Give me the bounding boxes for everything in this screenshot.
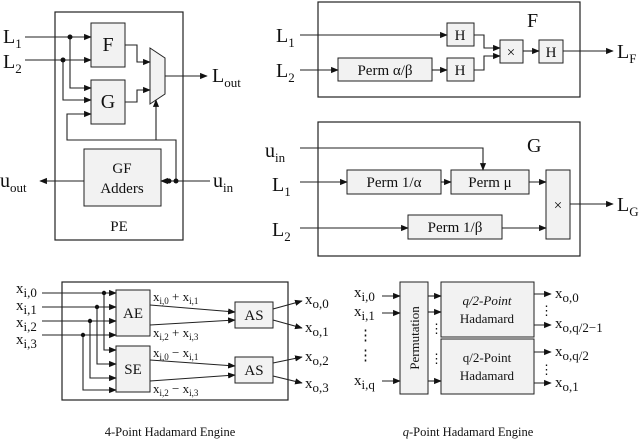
hq-in-0: xi,0: [354, 285, 375, 304]
h4-frame: [61, 281, 289, 401]
hadamard4-module: xi,0 xi,1 xi,2 xi,3 AE SE AS AS xi,0 + x…: [16, 281, 329, 439]
pe-g-block: [90, 79, 126, 125]
h4-ae-label: AE: [123, 306, 143, 322]
f-h2-label: H: [455, 63, 466, 79]
g-perm-beta-label: Perm 1/β: [428, 220, 483, 236]
hq-in-q: xi,q: [354, 373, 375, 392]
f-in-l1: L1: [276, 25, 295, 50]
hq-perm-label: Permutation: [407, 306, 422, 370]
h4-mid-1: xi,2 + xi,3: [153, 325, 199, 342]
pe-in-l1: L1: [3, 26, 22, 51]
g-u-in: uin: [265, 140, 286, 165]
g-frame: [317, 121, 581, 257]
h4-ae: [115, 289, 151, 337]
hq-bot-label-2: Hadamard: [460, 368, 515, 383]
hq-in-dots: ⋮: [358, 328, 373, 344]
f-out: LF: [617, 41, 636, 66]
pe-u-out: uout: [0, 170, 27, 195]
g-perm-mu-label: Perm μ: [468, 175, 511, 191]
hq-out-2: xo,q/2: [555, 344, 589, 363]
g-module: G uin L1 L2 Perm 1/α Perm μ Perm 1/β × L…: [265, 121, 639, 257]
h4-out-1: xo,1: [305, 320, 329, 339]
pe-out-l: Lout: [212, 65, 241, 90]
g-mult: [545, 169, 571, 240]
h4-mid-3: xi,2 − xi,3: [153, 381, 199, 398]
hq-bottom-block: [440, 338, 535, 395]
pe-gf-label-2: Adders: [100, 181, 143, 197]
pe-gf-adders: [83, 148, 162, 207]
hq-top-label-1: q/2-Point: [462, 293, 511, 308]
pe-f-label: F: [102, 34, 113, 56]
hq-bot-label-1: q/2-Point: [463, 350, 512, 365]
g-mult-label: ×: [554, 198, 562, 214]
pe-f-block: [90, 22, 126, 68]
pe-module: F G GF Adders PE L1 L2 Lout uin: [0, 11, 241, 241]
pe-gf-label-1: GF: [112, 161, 131, 177]
pe-in-l2: L2: [3, 51, 22, 76]
hq-mid-dots1: ⋮: [430, 321, 443, 336]
h4-se-label: SE: [124, 362, 142, 378]
g-in-l1: L1: [272, 174, 291, 199]
pe-g-label: G: [101, 91, 115, 113]
h4-as1: [234, 301, 274, 329]
hadamardq-module: xi,0 xi,1 ⋮ ⋮ xi,q Permutation q/2-Point…: [354, 281, 603, 439]
hq-out-3: xo,1: [555, 375, 579, 394]
h4-in-3: xi,3: [16, 332, 37, 351]
g-title: G: [527, 135, 541, 157]
hq-out-1: xo,q/2−1: [555, 316, 603, 335]
hq-top-block: [440, 281, 535, 338]
pe-u-in: uin: [213, 170, 234, 195]
h4-caption: 4-Point Hadamard Engine: [105, 425, 236, 439]
h4-out-2: xo,2: [305, 349, 329, 368]
hq-caption: q-Point Hadamard Engine: [403, 425, 534, 439]
h4-in-1: xi,1: [16, 298, 37, 317]
h4-mid-2: xi,0 − xi,1: [153, 345, 198, 362]
pe-mux: [149, 47, 166, 105]
h4-as1-label: AS: [244, 308, 263, 324]
f-mult-label: ×: [507, 45, 515, 61]
h4-out-3: xo,3: [305, 376, 329, 395]
f-title: F: [527, 10, 538, 32]
f-h3-label: H: [546, 45, 557, 61]
hq-top-label-2: Hadamard: [460, 311, 515, 326]
h4-in-2: xi,2: [16, 315, 37, 334]
hq-out-dots1: ⋮: [540, 303, 553, 318]
hq-in-dots2: ⋮: [358, 348, 373, 364]
f-in-l2: L2: [276, 60, 295, 85]
hq-in-1: xi,1: [354, 304, 375, 323]
f-h1-label: H: [455, 28, 466, 44]
g-perm-alpha-label: Perm 1/α: [367, 175, 422, 191]
f-perm-label: Perm α/β: [357, 63, 412, 79]
h4-as2: [234, 356, 274, 384]
hq-permutation: [399, 281, 429, 395]
pe-label: PE: [110, 219, 128, 235]
hq-out-dots2: ⋮: [540, 362, 553, 377]
h4-in-0: xi,0: [16, 281, 37, 300]
h4-out-0: xo,0: [305, 292, 329, 311]
pe-frame: [54, 11, 184, 241]
h4-as2-label: AS: [244, 363, 263, 379]
f-module: F L1 L2 H H Perm α/β × H LF: [276, 1, 636, 98]
g-in-l2: L2: [272, 219, 291, 244]
g-out: LG: [617, 194, 639, 219]
f-frame: [317, 1, 581, 98]
hq-out-0: xo,0: [555, 286, 579, 305]
h4-mid-0: xi,0 + xi,1: [153, 289, 198, 306]
h4-se: [115, 345, 151, 393]
hq-mid-dots2: ⋮: [430, 351, 443, 366]
